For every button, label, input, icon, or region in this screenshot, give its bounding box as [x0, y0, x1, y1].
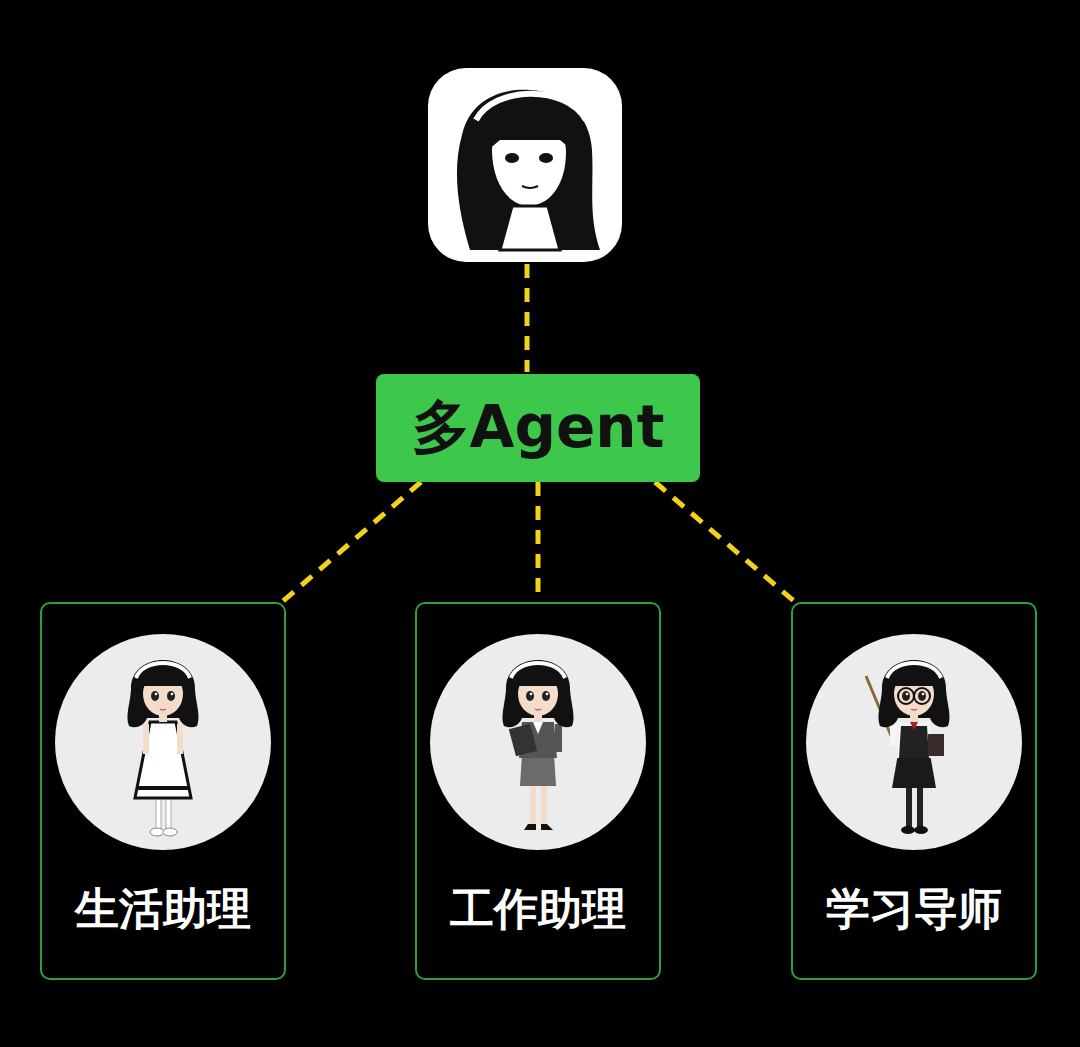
- dashed-connector: [536, 482, 541, 602]
- dashed-link: [525, 264, 530, 372]
- node-label: 学习导师: [826, 883, 1002, 936]
- work-figurine: [430, 634, 646, 850]
- agent-hub-box: 多Agent: [376, 374, 700, 482]
- node-label: 生活助理: [75, 883, 251, 936]
- life-figurine: [55, 634, 271, 850]
- role-box: 生活助理: [40, 602, 286, 980]
- app-icon: [428, 68, 622, 262]
- role-box: 学习导师: [791, 602, 1037, 980]
- node-label: 多Agent: [412, 393, 665, 463]
- node-label: 工作助理: [450, 883, 626, 936]
- dashed-connector: [282, 482, 421, 602]
- dashed-connector: [655, 482, 795, 602]
- tutor-figurine: [806, 634, 1022, 850]
- role-box: 工作助理: [415, 602, 661, 980]
